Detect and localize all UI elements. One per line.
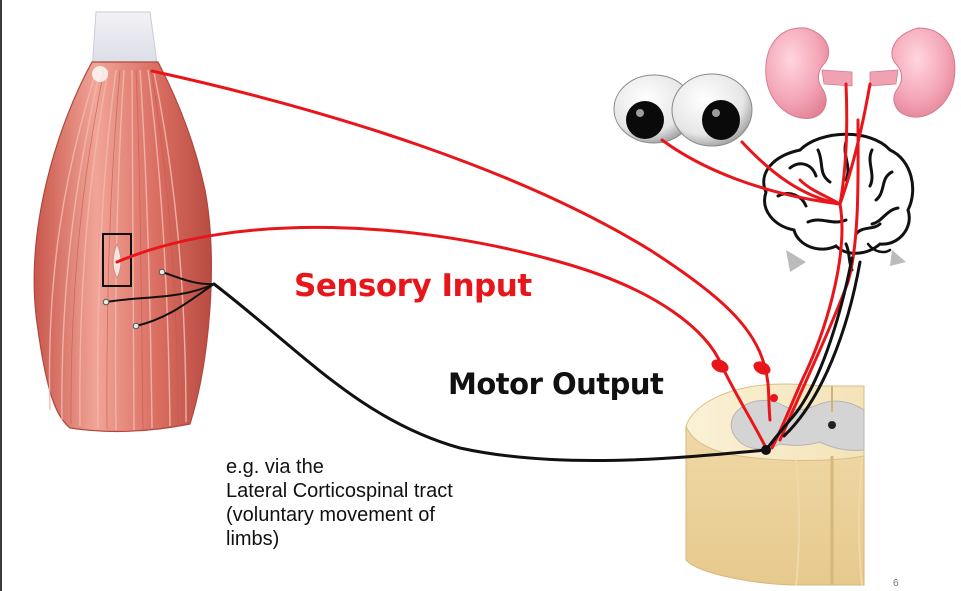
- motor-output-label: Motor Output: [448, 367, 664, 401]
- eye-afferent: [660, 138, 842, 206]
- spinal-cord-side: [685, 425, 865, 586]
- grey-matter: [730, 400, 865, 451]
- example-note-line: e.g. via the: [226, 456, 324, 478]
- muscle-belly: [33, 61, 212, 433]
- left-pupil: [626, 101, 664, 139]
- kidneys-illustration: [765, 27, 956, 119]
- right-ureter-stub: [869, 69, 899, 87]
- central-canal: [828, 421, 836, 429]
- muscle-tendon-junction: [92, 66, 108, 82]
- brain-shadow-marks: [786, 250, 906, 272]
- motor-endplate-branches: [105, 271, 215, 327]
- example-note: e.g. via the Lateral Corticospinal tract…: [226, 455, 453, 551]
- left-kidney: [765, 27, 830, 119]
- kidney-afferent-right: [838, 82, 872, 206]
- example-note-line: limbs): [226, 528, 280, 550]
- example-note-line: (voluntary movement of: [226, 504, 435, 526]
- sensory-ganglia: [711, 359, 778, 402]
- eyes-illustration: [613, 73, 753, 147]
- muscle-tendon: [91, 11, 159, 71]
- page-number: 6: [893, 578, 899, 589]
- ascending-sensory-tract: [770, 202, 844, 450]
- left-ureter-stub: [821, 69, 853, 87]
- dorsal-root-ganglion-2: [753, 361, 771, 375]
- right-kidney: [891, 27, 956, 118]
- motor-efferent-to-muscle: [212, 282, 768, 463]
- motor-neuron-cell-body: [761, 445, 771, 455]
- page-left-border: [0, 0, 2, 591]
- eye-afferent-2: [740, 140, 842, 206]
- brain-loop: [798, 178, 842, 206]
- dorsal-root-ganglion-1: [711, 359, 729, 373]
- sensory-input-label: Sensory Input: [294, 268, 532, 304]
- example-note-line: Lateral Corticospinal tract: [226, 480, 453, 502]
- kidney-afferent-left: [838, 82, 849, 206]
- muscle-illustration: [33, 11, 215, 433]
- muscle-spindle-box: [102, 233, 132, 287]
- motor-pathways: [212, 256, 862, 463]
- muscle-fibers: [48, 69, 187, 431]
- descending-corticospinal-tract: [764, 256, 854, 452]
- right-pupil: [702, 100, 740, 140]
- spinal-cord-section: [685, 383, 865, 586]
- sensory-from-spindle: [115, 225, 768, 450]
